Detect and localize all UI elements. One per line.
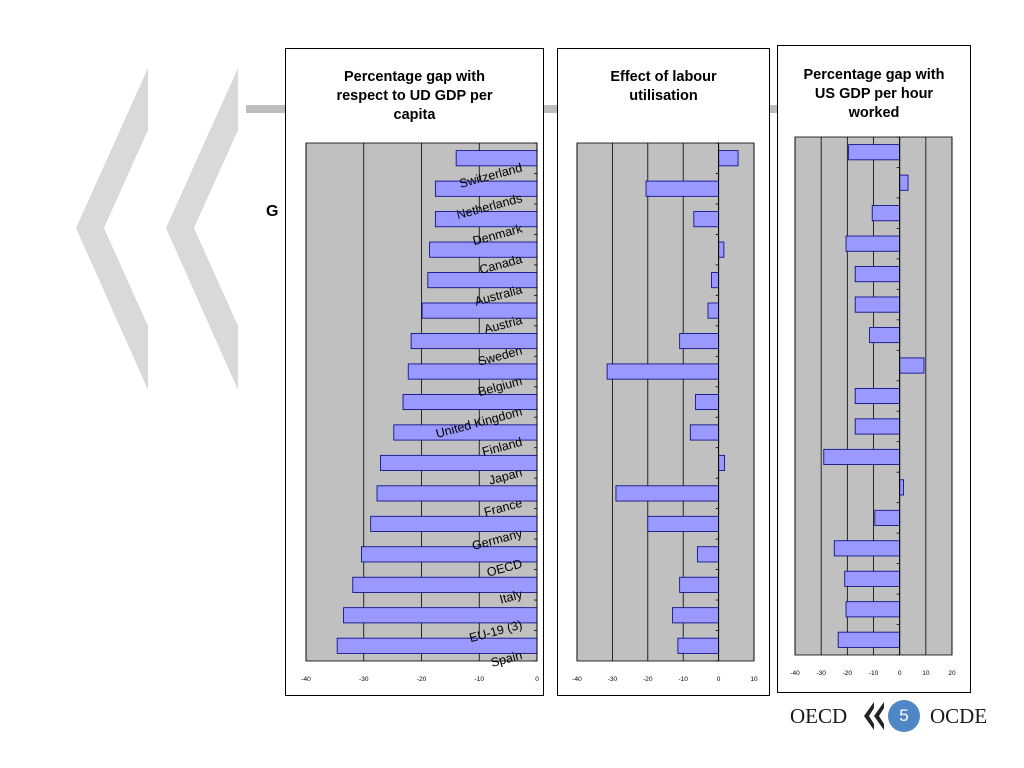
bar: [707, 302, 719, 319]
bar: [854, 418, 901, 435]
bar: [645, 180, 719, 197]
bar: [899, 174, 909, 191]
bar: [711, 272, 720, 289]
bar: [615, 485, 720, 502]
bar: [693, 211, 720, 228]
footer-ocde-label: OCDE: [930, 704, 988, 728]
oecd-logo-icon: [864, 702, 884, 730]
bar: [837, 631, 901, 648]
page-number-badge: 5: [888, 700, 920, 732]
bar: [677, 637, 719, 654]
bar: [833, 540, 901, 557]
x-tick-label: -20: [417, 676, 427, 683]
x-tick-label: -30: [359, 676, 369, 683]
oecd-chevron-watermark: [76, 68, 238, 390]
bar: [679, 333, 720, 350]
x-tick-label: -40: [790, 670, 800, 677]
bar: [823, 448, 901, 465]
footer-oecd-label: OECD: [790, 704, 848, 728]
plot-area: [576, 142, 755, 662]
x-tick-label: 10: [922, 670, 930, 677]
bar: [845, 235, 901, 252]
bar: [606, 363, 720, 380]
bar: [718, 454, 726, 471]
oecd-footer: OECD 5 OCDE: [790, 700, 1010, 732]
x-tick-label: -30: [816, 670, 826, 677]
chart-panel-labour-utilisation: Effect of labour utilisation -40 -30 -20 -1…: [557, 48, 770, 696]
bar: [899, 479, 904, 496]
x-tick-label: -10: [678, 676, 688, 683]
bar: [854, 266, 901, 283]
bar: [718, 150, 739, 167]
bar: [899, 357, 925, 374]
bar: [844, 570, 901, 587]
bar: [695, 393, 719, 411]
bar: [679, 576, 720, 593]
x-tick-label: 0: [535, 676, 539, 683]
x-tick-label: -40: [301, 676, 311, 683]
bar: [848, 144, 901, 161]
x-tick-label: -20: [843, 670, 853, 677]
x-tick-label: 0: [717, 676, 721, 683]
x-tick-label: -10: [475, 676, 485, 683]
bar: [718, 241, 725, 258]
category-label: Italy: [498, 587, 524, 607]
x-tick-label: -40: [572, 676, 582, 683]
bar: [689, 424, 719, 441]
bar: [647, 515, 720, 532]
chart-labour-utilisation: -40 -30 -20 -10 0 10: [572, 142, 758, 683]
bar: [871, 205, 901, 222]
bar: [845, 601, 901, 618]
x-tick-label: -10: [869, 670, 879, 677]
chart-title: Effect of labour utilisation: [610, 69, 717, 104]
bar: [854, 296, 901, 313]
chart-gdp-per-hour-gap: -40 -30 -20 -10 0 10 20: [790, 136, 956, 677]
chart-panel-gdp-per-hour-gap: Percentage gap with US GDP per hour work…: [777, 45, 971, 693]
bar: [696, 546, 720, 563]
x-tick-label: 0: [898, 670, 902, 677]
x-tick-label: 20: [948, 670, 956, 677]
slide-heading-fragment: G: [266, 203, 279, 220]
chart-title: Percentage gap with respect to UD GDP pe…: [336, 69, 493, 123]
x-tick-label: -30: [608, 676, 618, 683]
bar: [672, 607, 720, 624]
x-tick-label: 10: [750, 676, 758, 683]
x-tick-label: -20: [643, 676, 653, 683]
bar: [854, 387, 901, 405]
bar: [874, 509, 901, 526]
chart-panel-gdp-per-capita-gap: Percentage gap with respect to UD GDP pe…: [285, 48, 544, 696]
bar: [869, 327, 901, 344]
bar: [455, 150, 538, 167]
chart-title: Percentage gap with US GDP per hour work…: [803, 67, 945, 121]
